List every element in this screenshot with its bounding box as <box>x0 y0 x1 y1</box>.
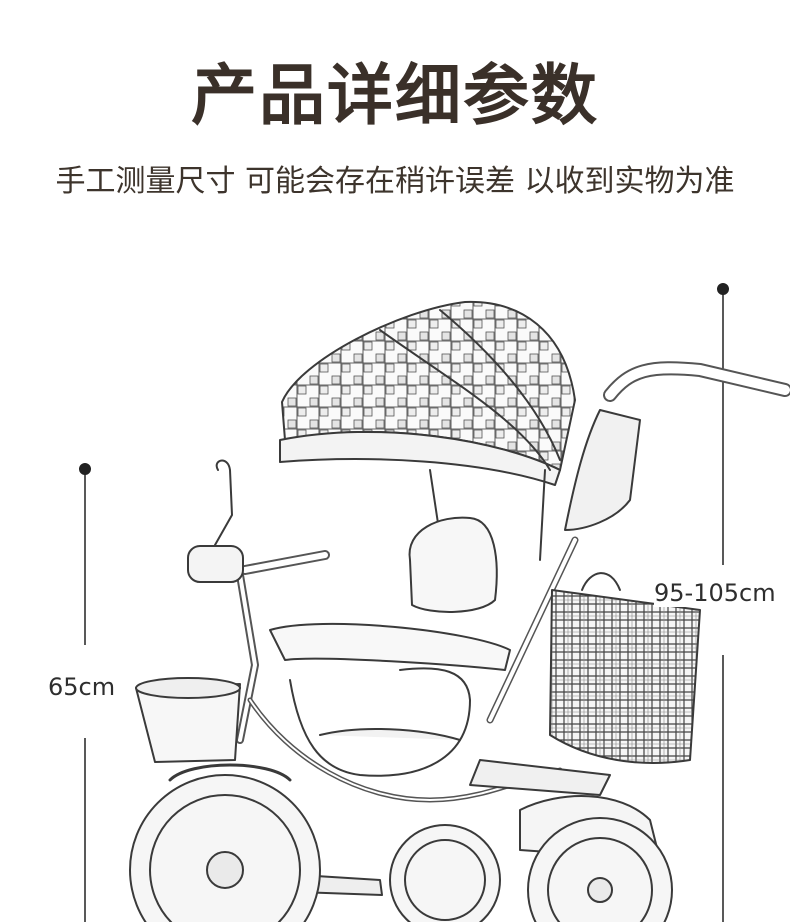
overall-height-label: 95-105cm <box>654 579 776 607</box>
page-title: 产品详细参数 <box>191 57 599 134</box>
height-dimension-line <box>717 283 729 922</box>
seat-dimension-line <box>79 463 91 922</box>
page-subtitle: 手工测量尺寸 可能会存在稍许误差 以收到实物为准 <box>55 164 735 199</box>
seat-height-label: 65cm <box>48 673 116 701</box>
